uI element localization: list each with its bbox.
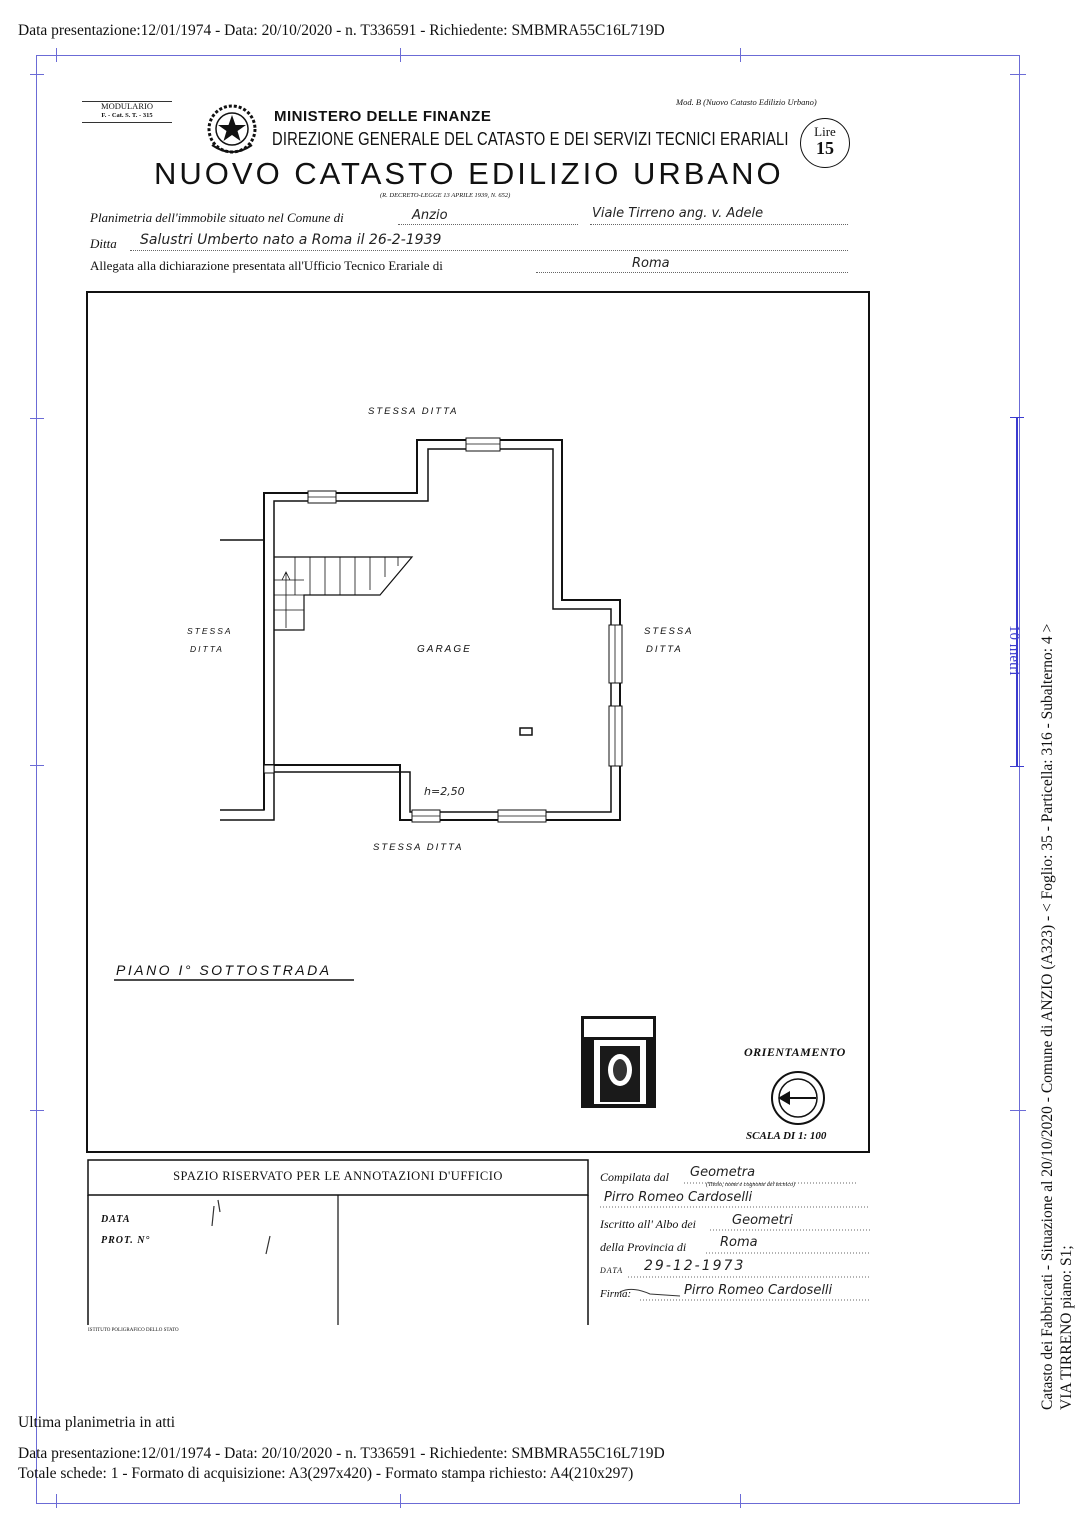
compiler-data-value: 29-12-1973 [644, 1258, 746, 1274]
frame-tick [30, 765, 44, 766]
floor-label: PIANO I° SOTTOSTRADA [116, 962, 332, 978]
document-title: NUOVO CATASTO EDILIZIO URBANO [154, 156, 784, 191]
frame-tick [56, 48, 57, 62]
office-heading: SPAZIO RISERVATO PER LE ANNOTAZIONI D'UF… [173, 1169, 503, 1183]
label-right-ditta: DITTA [646, 644, 683, 655]
ditta-label: Ditta [90, 236, 117, 251]
provincia-value: Roma [720, 1235, 758, 1250]
frame-tick [30, 1110, 44, 1111]
emblem-icon [207, 104, 257, 154]
ditta-line [130, 250, 848, 251]
printer-label: ISTITUTO POLIGRAFICO DELLO STATO [88, 1328, 179, 1333]
frame-tick [30, 74, 44, 75]
frame-tick [56, 1494, 57, 1508]
albo-value: Geometri [732, 1213, 793, 1228]
footer-line-2: Totale schede: 1 - Formato di acquisizio… [18, 1465, 634, 1482]
model-label: Mod. B (Nuovo Catasto Edilizio Urbano) [676, 97, 817, 107]
via-line [590, 224, 848, 225]
frame-tick [400, 1494, 401, 1508]
lire-label: Lire [814, 124, 836, 139]
frame-tick [30, 418, 44, 419]
frame-tick [1010, 74, 1026, 75]
compilata-label: Compilata dal [600, 1170, 670, 1184]
room-label: GARAGE [417, 644, 472, 655]
ufficio-value: Roma [632, 256, 670, 271]
compiler-title: Geometra [690, 1165, 756, 1180]
scale-bar-cap [1010, 766, 1024, 767]
footer-line-1: Data presentazione:12/01/1974 - Data: 20… [18, 1445, 665, 1462]
comune-line [398, 224, 578, 225]
scale-bar-cap [1010, 417, 1024, 418]
decree-label: (R. DECRETO-LEGGE 13 APRILE 1939, N. 652… [380, 192, 511, 199]
lire-stamp: Lire 15 [800, 118, 850, 168]
ditta-value: Salustri Umberto nato a Roma il 26-2-193… [140, 232, 442, 248]
orientation-label: ORIENTAMENTO [744, 1045, 846, 1059]
footer-ultima: Ultima planimetria in atti [18, 1414, 176, 1431]
scale-text: SCALA DI 1: 100 [746, 1130, 827, 1142]
provincia-label: della Provincia di [600, 1240, 687, 1254]
drawing-area [86, 291, 870, 1153]
height-label: h=2,50 [424, 785, 465, 798]
label-bottom-stessa-ditta: STESSA DITTA [373, 842, 464, 853]
lire-value: 15 [816, 138, 834, 158]
modulario-box: MODULARIO F. - Cat. S. T. - 315 [82, 101, 172, 123]
modulario-code: F. - Cat. S. T. - 315 [101, 112, 153, 119]
firma-label: Firma: [600, 1288, 632, 1300]
compiler-name: Pirro Romeo Cardoselli [604, 1190, 753, 1205]
direction-title: DIREZIONE GENERALE DEL CATASTO E DEI SER… [272, 129, 789, 149]
firma-value: Pirro Romeo Cardoselli [684, 1283, 833, 1298]
stamp-text: CASSA NAZIONALE PREVIDENZA ED ASSISTENZA… [590, 1020, 648, 1035]
ministry-title: MINISTERO DELLE FINANZE [274, 108, 492, 125]
label-top-stessa-ditta: STESSA DITTA [368, 406, 459, 417]
frame-tick [400, 48, 401, 62]
via-value: Viale Tirreno ang. v. Adele [592, 206, 764, 221]
allegata-label: Allegata alla dichiarazione presentata a… [90, 258, 443, 273]
modulario-label: MODULARIO [101, 101, 153, 111]
header-line: Data presentazione:12/01/1974 - Data: 20… [18, 22, 665, 39]
label-left-stessa: STESSA [187, 626, 233, 636]
iscritto-label: Iscritto all' Albo dei [600, 1217, 697, 1231]
frame-tick [740, 48, 741, 62]
compiler-data-label: DATA [600, 1266, 624, 1275]
frame-tick [740, 1494, 741, 1508]
label-left-ditta: DITTA [190, 644, 224, 654]
ufficio-line [536, 272, 848, 273]
office-data-label: DATA [101, 1214, 131, 1225]
page-frame [36, 55, 1020, 1504]
planimetria-label: Planimetria dell'immobile situato nel Co… [90, 210, 344, 225]
scale-bar [1016, 417, 1018, 767]
comune-value: Anzio [412, 208, 448, 223]
compiler-hint: (Titolo, nome e cognome del tecnico) [706, 1182, 795, 1188]
label-right-stessa: STESSA [644, 626, 694, 637]
office-prot-label: PROT. N° [101, 1235, 151, 1246]
frame-tick [1010, 1110, 1026, 1111]
